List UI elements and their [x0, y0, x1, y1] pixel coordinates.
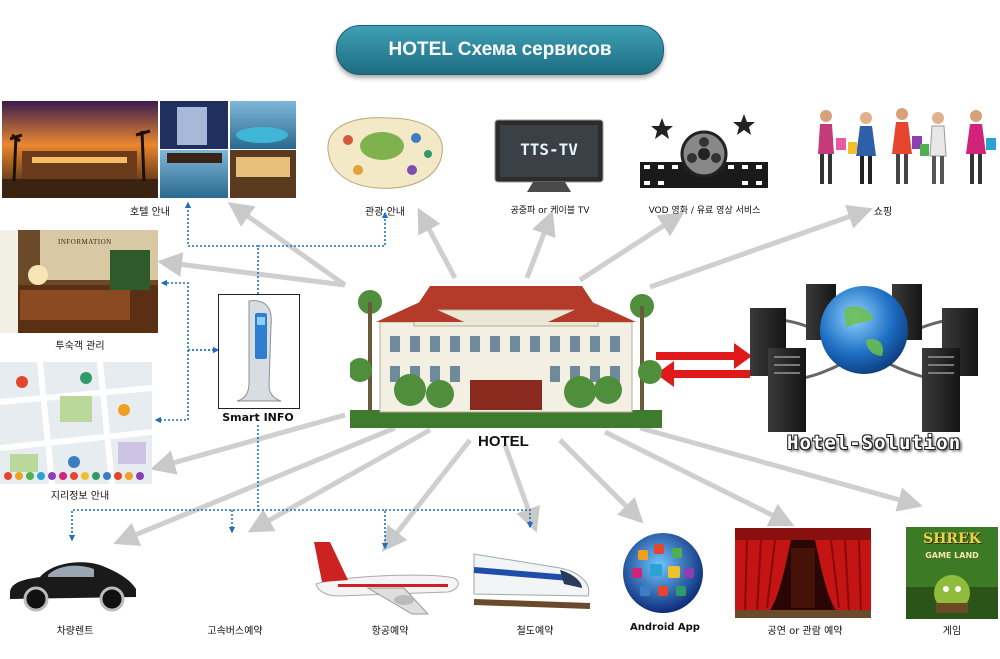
car-image [4, 545, 142, 617]
arrow-car [113, 425, 396, 546]
dotted-kiosk-to-guides [184, 201, 259, 294]
label-show-booking: 공연 or 관람 예약 [767, 626, 843, 637]
label-car-rental: 차량렌트 [56, 626, 94, 637]
arrow-bus [247, 427, 432, 533]
label-bus-booking: 고속버스예약 [207, 626, 263, 637]
label-game: 게임 [942, 626, 962, 637]
label-rail-booking: 철도예약 [516, 626, 554, 637]
game-title-line1: SHREK [923, 531, 981, 547]
theater-curtain-image [735, 528, 871, 618]
hotel-guide-photos [2, 101, 296, 198]
arrow-show [603, 429, 795, 527]
label-geo-guide: 지리정보 안내 [50, 491, 110, 502]
shopping-image [806, 104, 998, 194]
hotel-collage-image [2, 101, 296, 198]
vod-image [640, 110, 768, 194]
label-flight-booking: 항공예약 [371, 626, 409, 637]
arrow-flight [381, 438, 472, 552]
info-sign: INFORMATION [58, 238, 112, 246]
game-image: SHREK GAME LAND [906, 527, 998, 619]
label-smart-info: Smart INFO [222, 411, 294, 424]
arrow-android [558, 438, 644, 524]
arrow-vod [578, 212, 685, 283]
dotted-kiosk-down [68, 425, 259, 542]
arrow-hotel-guide [227, 202, 347, 288]
arrow-rail [502, 444, 540, 533]
shopper-figures [818, 108, 996, 184]
arrow-game [639, 425, 923, 512]
arrow-public-tv [524, 210, 556, 279]
label-public-tv: 공중파 or 케이블 TV [510, 206, 590, 216]
dotted-to-flight [258, 509, 389, 550]
tv-screen-text: TTS-TV [520, 140, 578, 159]
dotted-to-tour [258, 211, 389, 247]
smart-info-kiosk[interactable] [218, 294, 300, 409]
diagram-title: HOTEL Схема сервисов [336, 25, 664, 75]
kiosk-icon [236, 300, 282, 402]
label-guest-mgmt: 투숙객 관리 [55, 341, 105, 352]
dotted-to-guest [160, 279, 218, 351]
red-double-arrow [656, 343, 752, 387]
label-shopping: 쇼핑 [873, 207, 893, 218]
hotel-building[interactable] [348, 262, 662, 428]
dotted-to-geo [154, 350, 189, 424]
android-app-image [620, 530, 706, 616]
arrow-shopping [649, 204, 873, 290]
label-hotel: HOTEL [478, 433, 529, 450]
train-image [470, 532, 594, 616]
geo-map-image [0, 361, 153, 485]
label-tour-guide: 관광 안내 [365, 207, 405, 218]
game-title-line2: GAME LAND [925, 551, 979, 560]
arrow-geo [150, 412, 346, 475]
arrow-guest [157, 252, 346, 288]
label-android-app: Android App [630, 622, 700, 633]
airplane-image [308, 536, 464, 618]
label-hotel-solution: Hotel-Solution [787, 432, 962, 454]
guest-desk-image: INFORMATION [0, 230, 158, 333]
hotel-solution-servers[interactable] [746, 280, 982, 435]
label-hotel-guide: 호텔 안내 [130, 207, 170, 218]
tv-image: TTS-TV [493, 118, 605, 196]
label-vod: VOD 영화 / 유료 영상 서비스 [648, 206, 761, 216]
server-globe-icon [750, 284, 978, 432]
hotel-building-icon [348, 286, 662, 428]
arrow-tour [417, 207, 458, 280]
tour-map-image [318, 110, 450, 194]
dotted-to-rail [385, 509, 534, 529]
